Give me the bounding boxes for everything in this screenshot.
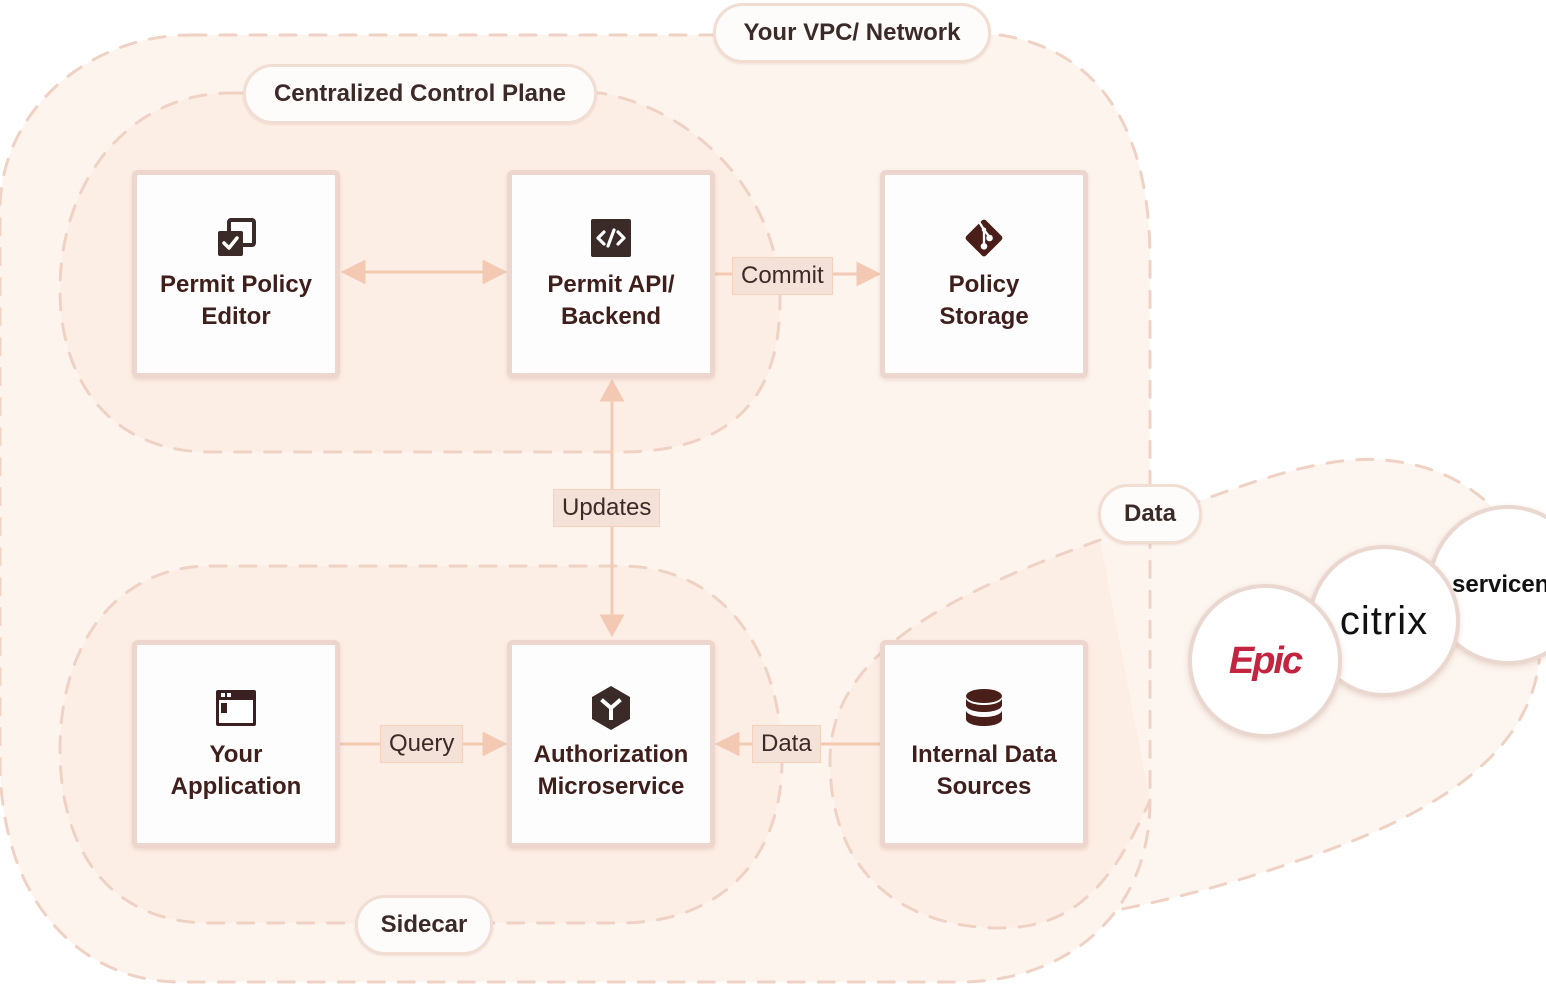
sidecar-zone-label: Sidecar <box>355 895 493 955</box>
edge-label-data: Data <box>752 725 821 763</box>
control-plane-zone-label: Centralized Control Plane <box>243 64 597 124</box>
data-zone-label: Data <box>1098 484 1202 544</box>
hexagon-y-icon <box>588 685 634 731</box>
arrowhead-data <box>714 731 740 757</box>
edge-label-updates: Updates <box>553 489 661 527</box>
git-icon <box>961 215 1007 261</box>
arrowhead-query <box>482 731 508 757</box>
code-icon <box>588 215 634 261</box>
arrowhead-right <box>482 259 508 285</box>
arrowhead-commit <box>856 261 882 287</box>
arrowhead-down <box>599 614 625 638</box>
logo-epic: Epic <box>1188 584 1342 738</box>
arrowhead-up <box>599 378 625 402</box>
vpc-zone-label: Your VPC/ Network <box>713 3 991 63</box>
node-label: Permit API/Backend <box>547 271 675 330</box>
database-icon <box>961 685 1007 731</box>
app-window-icon <box>213 685 259 731</box>
citrix-wordmark: citrix <box>1339 598 1429 643</box>
epic-wordmark: Epic <box>1228 639 1303 682</box>
edge-label-query: Query <box>380 725 464 763</box>
servicenow-wordmark: servicen <box>1452 571 1546 598</box>
copy-check-icon <box>213 215 259 261</box>
edge-label-commit: Commit <box>732 257 833 295</box>
arrowhead-left <box>340 259 366 285</box>
node-permit-api-backend[interactable]: Permit API/Backend <box>507 170 715 378</box>
